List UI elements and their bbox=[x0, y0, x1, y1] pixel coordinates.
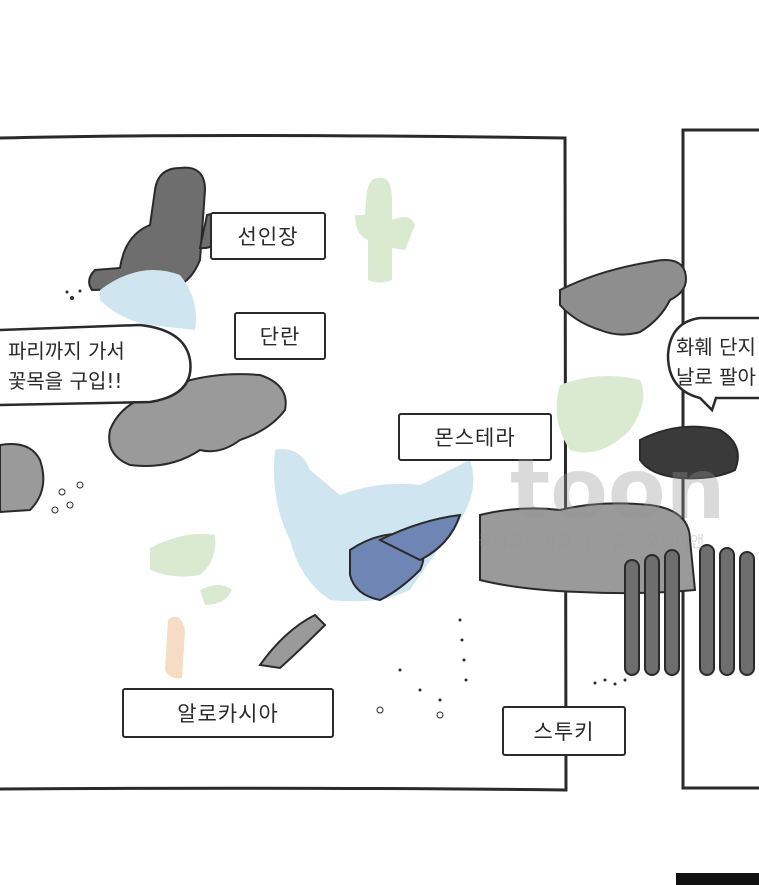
peach-stem bbox=[165, 616, 185, 679]
gray-stem bbox=[258, 613, 327, 670]
light-blue-leaf bbox=[100, 270, 196, 330]
speech-left-line2: 꽃목을 구입!! bbox=[8, 369, 123, 393]
speech-right-line1: 화훼 단지 bbox=[676, 335, 756, 359]
label-dandelion: 단란 bbox=[234, 312, 326, 360]
speech-right-text: 화훼 단지 날로 팔아 bbox=[676, 332, 756, 392]
label-aloe: 알로카시아 bbox=[122, 688, 334, 738]
gray-plant-top-right bbox=[559, 259, 687, 336]
gray-plant-right-large bbox=[479, 502, 697, 595]
bottom-bar bbox=[676, 873, 759, 885]
speech-bubble-right bbox=[666, 316, 759, 413]
gray-plant-left-edge bbox=[0, 443, 45, 514]
speech-bubble-left bbox=[0, 323, 192, 407]
watermark-caption: 국내에서 가장 빠른 웹툰 오케이앤 bbox=[478, 532, 705, 551]
light-green-leaves-lower bbox=[150, 533, 216, 577]
light-green-cactus bbox=[355, 177, 392, 283]
speech-left-text: 파리까지 가서 꽃목을 구입!! bbox=[8, 336, 125, 396]
dotted-lines bbox=[51, 481, 627, 719]
stuckyi-stalks bbox=[624, 544, 755, 676]
cactus-plant bbox=[88, 166, 207, 292]
watermark-logo: toon bbox=[510, 440, 726, 538]
light-green-leaves-right bbox=[556, 376, 644, 453]
panel-border-left bbox=[0, 134, 568, 792]
label-cactus: 선인장 bbox=[210, 212, 326, 260]
label-monstera: 몬스테라 bbox=[398, 413, 552, 461]
label-stuckyi: 스투키 bbox=[502, 706, 626, 756]
dark-plant-right bbox=[639, 425, 739, 480]
speech-right-line2: 날로 팔아 bbox=[676, 365, 756, 389]
speech-left-line1: 파리까지 가서 bbox=[8, 339, 125, 363]
